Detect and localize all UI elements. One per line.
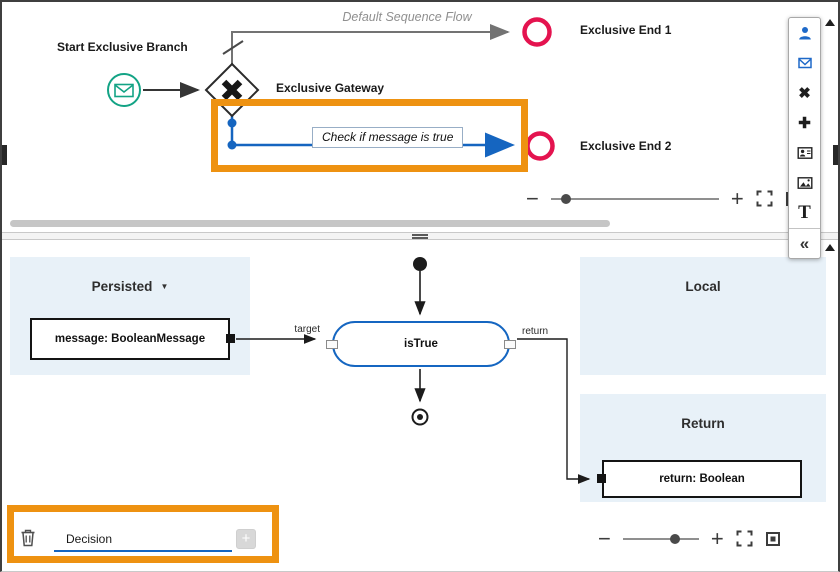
message-start-event-shape[interactable] (107, 73, 141, 107)
end-event-2-label: Exclusive End 2 (580, 139, 672, 153)
default-flow-label: Default Sequence Flow (342, 10, 472, 24)
local-header-label: Local (685, 279, 721, 294)
panel-divider (2, 232, 838, 240)
target-port-label: target (294, 324, 320, 335)
horizontal-scrollbar[interactable] (10, 220, 610, 227)
function-node-istrue[interactable]: isTrue (326, 321, 516, 367)
user-portrait-icon[interactable] (789, 138, 820, 168)
flow-start-node[interactable] (413, 257, 427, 316)
add-button[interactable]: + (236, 529, 256, 549)
left-scrollbar-thumb[interactable] (2, 145, 7, 165)
expression-canvas[interactable]: Persisted ▼ Local Return (2, 240, 838, 571)
scroll-up-icon[interactable] (825, 244, 835, 251)
return-variable-node[interactable]: return: Boolean (602, 460, 802, 498)
return-header-label: Return (681, 416, 725, 431)
persisted-header-label: Persisted (91, 279, 153, 294)
trash-icon (21, 529, 35, 547)
zoom-slider-knob[interactable] (560, 193, 571, 204)
zoom-slider[interactable] (622, 533, 699, 544)
exclusive-gateway-shape[interactable] (204, 62, 260, 118)
zoom-in-button[interactable]: + (730, 185, 744, 211)
flow-end-node[interactable] (411, 369, 429, 426)
text-annotation-icon[interactable]: T (798, 202, 811, 223)
function-output-port (504, 340, 516, 349)
gateway-label: Exclusive Gateway (276, 81, 385, 95)
exclusive-gateway-icon[interactable]: ✖ (798, 85, 811, 102)
default-sequence-flow-connector[interactable] (222, 24, 510, 64)
top-zoom-controls: − + (526, 185, 801, 211)
image-icon[interactable] (789, 168, 820, 198)
decision-name-input[interactable] (54, 530, 232, 552)
collapse-palette-icon[interactable]: « (789, 228, 820, 258)
variable-output-connector (226, 334, 235, 343)
function-input-port (326, 340, 338, 349)
zoom-out-button[interactable]: − (526, 185, 539, 211)
panel-resize-handle[interactable] (412, 234, 428, 239)
add-element-icon[interactable]: ✚ (798, 115, 811, 132)
chevron-down-icon: ▼ (160, 282, 169, 291)
fit-to-screen-icon[interactable] (756, 190, 773, 207)
return-port-label: return (522, 326, 549, 337)
return-connection[interactable] (517, 338, 591, 484)
zoom-slider-knob[interactable] (669, 533, 680, 544)
zoom-slider[interactable] (550, 193, 719, 204)
delete-button[interactable] (20, 526, 42, 550)
end-event-1-shape[interactable] (522, 17, 552, 47)
end-event-1-label: Exclusive End 1 (580, 23, 672, 37)
user-icon[interactable] (789, 18, 820, 48)
persisted-variable-node[interactable]: message: BooleanMessage (30, 318, 230, 360)
message-event-icon[interactable] (789, 48, 820, 78)
scroll-up-icon[interactable] (825, 19, 835, 26)
process-canvas[interactable]: Default Sequence Flow Start Exclusive Br… (2, 2, 838, 232)
zoom-out-button[interactable]: − (598, 525, 611, 551)
start-event-label: Start Exclusive Branch (57, 40, 188, 54)
end-event-2-shape[interactable] (525, 131, 555, 161)
fit-to-screen-icon[interactable] (736, 530, 753, 547)
local-panel: Local (580, 257, 826, 375)
right-scrollbar-thumb[interactable] (833, 145, 838, 165)
expression-connections (236, 257, 591, 484)
zoom-in-button[interactable]: + (710, 525, 724, 551)
return-input-connector (597, 474, 606, 483)
function-node-label: isTrue (404, 338, 438, 350)
persisted-header[interactable]: Persisted ▼ (10, 279, 250, 294)
condition-flow-label[interactable]: Check if message is true (312, 127, 464, 148)
tool-palette: ✖ ✚ T « (788, 17, 821, 259)
bottom-zoom-controls: − + (598, 525, 781, 551)
reset-view-icon[interactable] (765, 531, 781, 547)
